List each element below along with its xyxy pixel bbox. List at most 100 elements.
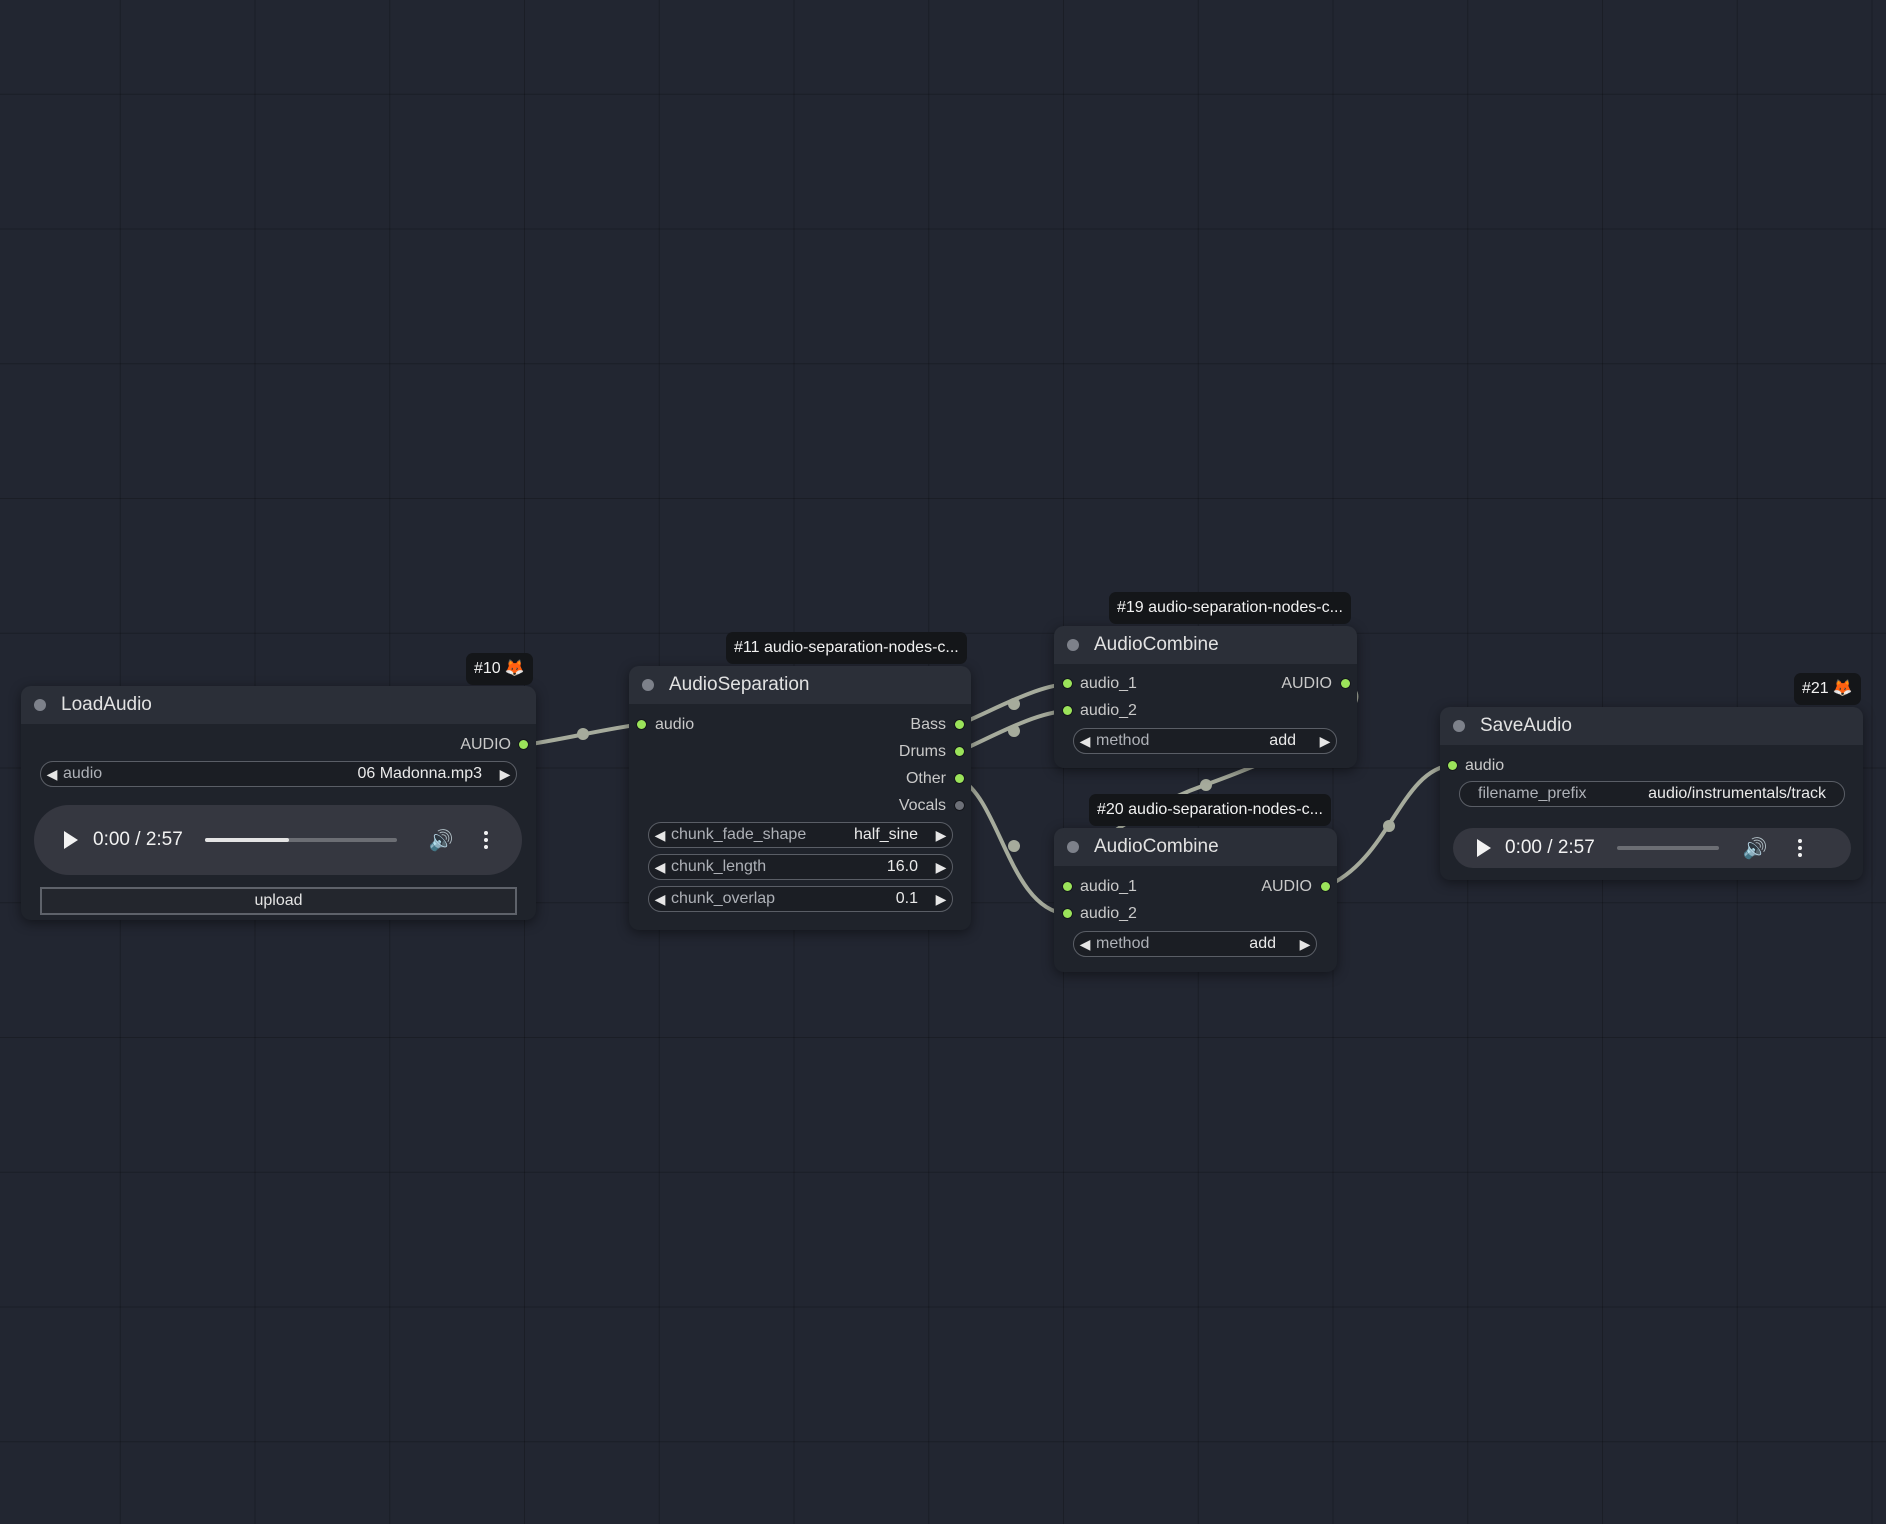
fox-icon: 🦊	[1832, 680, 1853, 697]
link-midpoint	[1008, 698, 1020, 710]
output-port-vocals[interactable]	[955, 801, 964, 810]
input-label-audio-1: audio_1	[1080, 675, 1137, 692]
output-port-audio[interactable]	[519, 740, 528, 749]
upload-button[interactable]: upload	[40, 887, 517, 915]
audio-file-select[interactable]: ◀ audio 06 Madonna.mp3 ▶	[40, 761, 517, 787]
widget-label: audio	[63, 765, 103, 782]
play-icon[interactable]	[1477, 839, 1491, 857]
output-label-audio: AUDIO	[460, 736, 511, 753]
widget-value: half_sine	[853, 826, 918, 843]
input-port-audio[interactable]	[637, 720, 646, 729]
arrow-right-icon[interactable]: ▶	[935, 890, 947, 907]
volume-icon[interactable]: 🔊	[428, 829, 454, 852]
input-port-audio-1[interactable]	[1063, 882, 1072, 891]
arrow-right-icon[interactable]: ▶	[499, 765, 511, 782]
input-port-audio-2[interactable]	[1063, 909, 1072, 918]
collapse-toggle[interactable]	[1067, 639, 1079, 651]
widget-label: method	[1096, 732, 1150, 749]
widget-value: 16.0	[886, 858, 918, 875]
node-save-audio[interactable]: SaveAudio audio filename_prefix audio/in…	[1440, 707, 1863, 880]
widget-value: add	[1249, 935, 1276, 952]
widget-value: 0.1	[895, 890, 918, 907]
player-progress	[204, 838, 290, 842]
node-audio-separation[interactable]: AudioSeparation audio Bass Drums Other V…	[629, 666, 971, 930]
link-other-to-combine20-a2	[958, 777, 1069, 916]
output-port-audio[interactable]	[1341, 679, 1350, 688]
method-select[interactable]: ◀ method add ▶	[1073, 931, 1317, 957]
output-label-vocals: Vocals	[898, 797, 946, 814]
output-port-drums[interactable]	[955, 747, 964, 756]
node-header[interactable]: AudioCombine	[1054, 626, 1357, 664]
input-label-audio-2: audio_2	[1080, 702, 1137, 719]
arrow-right-icon[interactable]: ▶	[935, 826, 947, 843]
arrow-left-icon[interactable]: ◀	[46, 765, 58, 782]
widget-value: audio/instrumentals/track	[1648, 785, 1826, 802]
input-port-audio-2[interactable]	[1063, 706, 1072, 715]
arrow-left-icon[interactable]: ◀	[1079, 732, 1091, 749]
widget-label: chunk_overlap	[671, 890, 776, 907]
widget-label: filename_prefix	[1478, 785, 1587, 802]
arrow-left-icon[interactable]: ◀	[654, 826, 666, 843]
node-header[interactable]: LoadAudio	[21, 686, 536, 724]
more-vertical-icon[interactable]	[1797, 839, 1802, 857]
chunk-overlap-stepper[interactable]: ◀ chunk_overlap 0.1 ▶	[648, 886, 953, 912]
input-port-audio[interactable]	[1448, 761, 1457, 770]
collapse-toggle[interactable]	[642, 679, 654, 691]
arrow-left-icon[interactable]: ◀	[654, 890, 666, 907]
link-midpoint	[577, 728, 589, 740]
widget-label: chunk_length	[671, 858, 767, 875]
input-label-audio-2: audio_2	[1080, 905, 1137, 922]
node-header[interactable]: AudioCombine	[1054, 828, 1337, 866]
node-badge-20: #20 audio-separation-nodes-c...	[1089, 794, 1331, 826]
collapse-toggle[interactable]	[1453, 720, 1465, 732]
collapse-toggle[interactable]	[34, 699, 46, 711]
input-label-audio-1: audio_1	[1080, 878, 1137, 895]
node-audio-combine-20[interactable]: AudioCombine audio_1 audio_2 AUDIO ◀ met…	[1054, 828, 1337, 972]
node-badge-text: #21	[1802, 680, 1829, 697]
node-title: SaveAudio	[1480, 715, 1572, 736]
arrow-left-icon[interactable]: ◀	[654, 858, 666, 875]
node-header[interactable]: AudioSeparation	[629, 666, 971, 704]
filename-prefix-input[interactable]: filename_prefix audio/instrumentals/trac…	[1459, 781, 1845, 807]
more-vertical-icon[interactable]	[483, 831, 488, 849]
node-audio-combine-19[interactable]: AudioCombine audio_1 audio_2 AUDIO ◀ met…	[1054, 626, 1357, 768]
arrow-right-icon[interactable]: ▶	[1319, 732, 1331, 749]
chunk-fade-shape-select[interactable]: ◀ chunk_fade_shape half_sine ▶	[648, 822, 953, 848]
volume-icon[interactable]: 🔊	[1742, 837, 1768, 860]
arrow-left-icon[interactable]: ◀	[1079, 935, 1091, 952]
fox-icon: 🦊	[504, 660, 525, 677]
link-load-to-separation	[522, 722, 644, 747]
audio-player[interactable]: 0:00 / 2:57 🔊	[34, 805, 522, 875]
player-seek-bar[interactable]	[204, 838, 397, 842]
output-port-other[interactable]	[955, 774, 964, 783]
output-label-audio: AUDIO	[1281, 675, 1332, 692]
output-label-other: Other	[905, 770, 946, 787]
node-header[interactable]: SaveAudio	[1440, 707, 1863, 745]
output-port-bass[interactable]	[955, 720, 964, 729]
node-badge-21: #21🦊	[1794, 673, 1861, 705]
input-label-audio: audio	[1465, 757, 1505, 774]
output-port-audio[interactable]	[1321, 882, 1330, 891]
collapse-toggle[interactable]	[1067, 841, 1079, 853]
player-time: 0:00 / 2:57	[1505, 837, 1595, 858]
node-badge-10: #10🦊	[466, 653, 533, 685]
output-label-bass: Bass	[910, 716, 946, 733]
arrow-right-icon[interactable]: ▶	[935, 858, 947, 875]
audio-player[interactable]: 0:00 / 2:57 🔊	[1453, 828, 1851, 868]
method-select[interactable]: ◀ method add ▶	[1073, 728, 1337, 754]
arrow-right-icon[interactable]: ▶	[1299, 935, 1311, 952]
chunk-length-stepper[interactable]: ◀ chunk_length 16.0 ▶	[648, 854, 953, 880]
widget-label: method	[1096, 935, 1150, 952]
input-label-audio: audio	[655, 716, 695, 733]
node-badge-text: #10	[474, 660, 501, 677]
play-icon[interactable]	[64, 831, 78, 849]
input-port-audio-1[interactable]	[1063, 679, 1072, 688]
node-title: AudioCombine	[1094, 634, 1219, 655]
node-load-audio[interactable]: LoadAudio AUDIO ◀ audio 06 Madonna.mp3 ▶…	[21, 686, 536, 920]
widget-label: chunk_fade_shape	[671, 826, 807, 843]
output-label-audio: AUDIO	[1261, 878, 1312, 895]
player-seek-bar[interactable]	[1616, 846, 1719, 850]
player-time: 0:00 / 2:57	[93, 829, 183, 850]
link-midpoint	[1383, 820, 1395, 832]
